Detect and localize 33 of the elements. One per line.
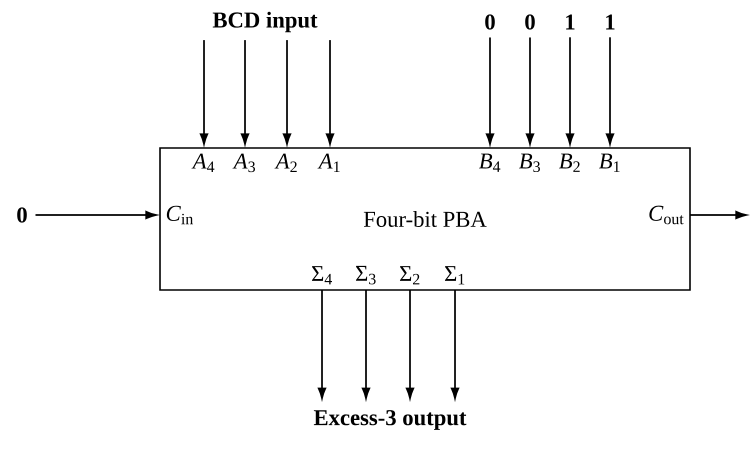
arrow bbox=[318, 290, 326, 399]
signal-label: Excess-3 output bbox=[314, 410, 466, 430]
arrow bbox=[406, 290, 414, 399]
arrow bbox=[200, 40, 208, 145]
signal-label: 0 bbox=[525, 14, 535, 30]
pin-label: B$_{3}$ bbox=[519, 154, 540, 172]
arrow bbox=[326, 40, 334, 145]
pin-label: A$_{1}$ bbox=[318, 154, 340, 172]
pin-label: A$_{4}$ bbox=[192, 154, 214, 172]
arrow bbox=[690, 210, 747, 220]
signal-label: 1 bbox=[566, 14, 574, 30]
signal-label: 1 bbox=[606, 14, 614, 30]
signal-label: 0 bbox=[17, 207, 27, 223]
arrow bbox=[486, 37, 494, 145]
pin-label: C$_{out}$ bbox=[649, 206, 684, 224]
arrow bbox=[36, 210, 157, 220]
pin-label: B$_{4}$ bbox=[479, 154, 500, 172]
pin-label: Σ$_{4}$ bbox=[312, 266, 332, 284]
pin-label: B$_{2}$ bbox=[559, 154, 580, 172]
pin-label: Σ$_{3}$ bbox=[356, 266, 376, 284]
pin-label: A$_{3}$ bbox=[232, 154, 255, 172]
arrow bbox=[606, 37, 614, 145]
pin-label: Σ$_{2}$ bbox=[400, 266, 420, 284]
pin-label: Σ$_{1}$ bbox=[444, 266, 464, 284]
signal-label: 0 bbox=[485, 14, 495, 30]
pin-label: A$_{2}$ bbox=[274, 154, 297, 172]
arrow bbox=[282, 40, 292, 145]
arrow bbox=[240, 40, 250, 145]
arrow bbox=[526, 37, 534, 145]
pin-label: B$_{1}$ bbox=[598, 154, 620, 172]
signal-label: BCD input bbox=[212, 12, 318, 32]
pin-label: C$_{in}$ bbox=[166, 206, 194, 224]
arrow bbox=[566, 37, 574, 145]
